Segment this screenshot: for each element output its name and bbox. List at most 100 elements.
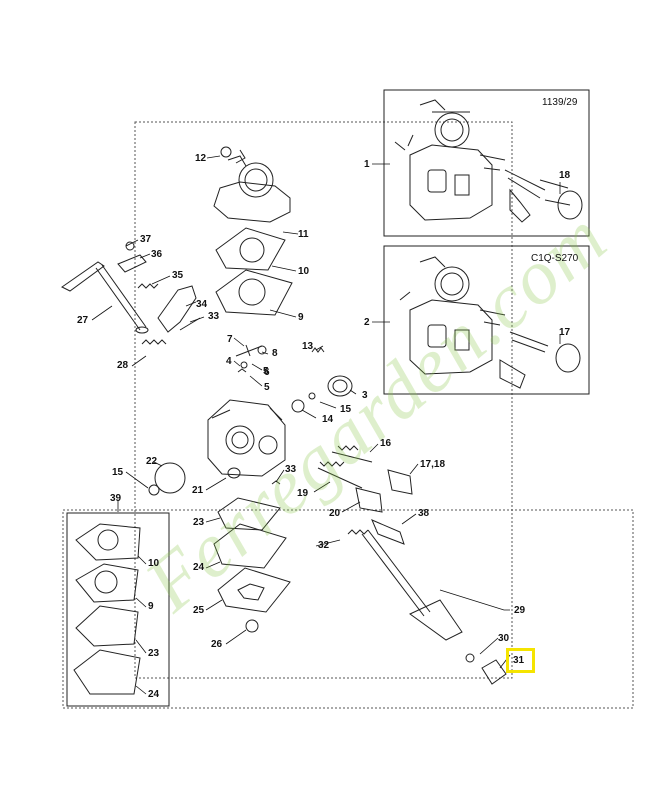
lever-34: [157, 285, 197, 333]
callout-3[interactable]: 3: [362, 390, 368, 401]
diaphragm-14: [291, 399, 305, 413]
callout-17[interactable]: 17: [559, 327, 571, 338]
callout-38[interactable]: 38: [418, 508, 430, 519]
kit-gasket-10: [75, 523, 141, 561]
callout-9b[interactable]: 9: [148, 601, 154, 612]
callout-14[interactable]: 14: [322, 414, 334, 425]
screw-12: [220, 146, 232, 158]
callout-36[interactable]: 36: [151, 249, 163, 260]
screw-15b: [148, 484, 160, 496]
part-5: [240, 361, 248, 369]
callout-26[interactable]: 26: [211, 639, 223, 650]
callout-15a[interactable]: 15: [340, 404, 352, 415]
needle-16: [331, 451, 373, 463]
screw-26: [245, 619, 259, 633]
spring-13: [311, 347, 325, 353]
callout-11[interactable]: 11: [298, 229, 309, 240]
gasket-kit-box: [66, 512, 170, 707]
kit-gasket-9: [75, 563, 139, 603]
callout-9a[interactable]: 9: [298, 312, 304, 323]
filter-21: [227, 467, 241, 479]
part-31: [481, 659, 507, 685]
callout-37[interactable]: 37: [140, 234, 152, 245]
callout-7[interactable]: 7: [227, 334, 233, 345]
carburetor-2: [399, 256, 581, 389]
throttle-housing-11: [213, 155, 291, 223]
callout-24b[interactable]: 24: [148, 689, 160, 700]
needle-19: [317, 467, 363, 489]
limiter-cap-17: [387, 469, 413, 495]
callout-34[interactable]: 34: [196, 299, 208, 310]
callout-5a[interactable]: 5: [263, 366, 269, 377]
callout-35[interactable]: 35: [172, 270, 184, 281]
callout-4[interactable]: 4: [226, 356, 232, 367]
callout-12[interactable]: 12: [195, 153, 207, 164]
callout-18[interactable]: 18: [559, 170, 571, 181]
limiter-cap-20: [355, 487, 383, 513]
callout-8[interactable]: 8: [272, 348, 278, 359]
callout-13[interactable]: 13: [302, 341, 314, 352]
screw-8: [257, 345, 267, 355]
callout-30[interactable]: 30: [498, 633, 510, 644]
screw-30: [465, 653, 475, 663]
callout-23b[interactable]: 23: [148, 648, 160, 659]
lever-36: [117, 254, 147, 273]
cover-25: [217, 567, 291, 613]
screw-37: [125, 241, 135, 251]
callout-29[interactable]: 29: [514, 605, 526, 616]
callout-21[interactable]: 21: [192, 485, 204, 496]
callout-39[interactable]: 39: [110, 493, 122, 504]
gasket-9: [215, 269, 293, 316]
spring-4: [237, 368, 247, 373]
callout-20[interactable]: 20: [329, 508, 341, 519]
spring-35: [137, 283, 159, 289]
screw-38: [371, 519, 405, 545]
diaphragm-22: [154, 462, 186, 494]
assembly-frame: [134, 121, 513, 679]
part-code-mid: C1Q-S270: [531, 253, 579, 264]
pin-7: [245, 344, 251, 357]
ring-3: [327, 375, 353, 397]
lever-6: [235, 345, 263, 357]
callout-15b[interactable]: 15: [112, 467, 124, 478]
kit-diaphragm-24: [73, 649, 141, 695]
callout-33a[interactable]: 33: [208, 311, 220, 322]
carburetor-body: [207, 399, 286, 477]
callout-23a[interactable]: 23: [193, 517, 205, 528]
callout-1[interactable]: 1: [364, 159, 370, 170]
spring-28: [141, 339, 167, 345]
callout-32[interactable]: 32: [318, 540, 330, 551]
callout-17-18[interactable]: 17,18: [420, 459, 446, 470]
callout-24a[interactable]: 24: [193, 562, 205, 573]
carburetor-box-1: [383, 89, 590, 237]
gasket-23: [217, 497, 281, 531]
kit-gasket-23: [75, 605, 139, 647]
diaphragm-24: [213, 523, 287, 569]
callout-27[interactable]: 27: [77, 315, 89, 326]
lower-frame: [62, 509, 634, 709]
callout-6[interactable]: 6: [264, 367, 270, 378]
gasket-10: [215, 227, 286, 271]
shaft-27: [61, 261, 149, 334]
spring-12: [235, 149, 246, 164]
callout-5b[interactable]: 5: [264, 382, 270, 393]
callout-10a[interactable]: 10: [298, 266, 310, 277]
callout-10b[interactable]: 10: [148, 558, 160, 569]
carburetor-box-2: [383, 245, 590, 395]
shaft-29: [361, 529, 431, 617]
callout-16[interactable]: 16: [380, 438, 392, 449]
callout-28[interactable]: 28: [117, 360, 129, 371]
spring-32: [347, 529, 369, 535]
callout-19[interactable]: 19: [297, 488, 309, 499]
lever-29: [409, 599, 463, 641]
callout-25[interactable]: 25: [193, 605, 205, 616]
callout-2[interactable]: 2: [364, 317, 370, 328]
callout-22[interactable]: 22: [146, 456, 158, 467]
callout-31[interactable]: 31: [513, 655, 525, 666]
highlight-box-31: [506, 648, 535, 673]
carburetor-1: [394, 99, 583, 223]
callout-33b[interactable]: 33: [285, 464, 297, 475]
part-code-top: 1139/29: [542, 97, 578, 108]
